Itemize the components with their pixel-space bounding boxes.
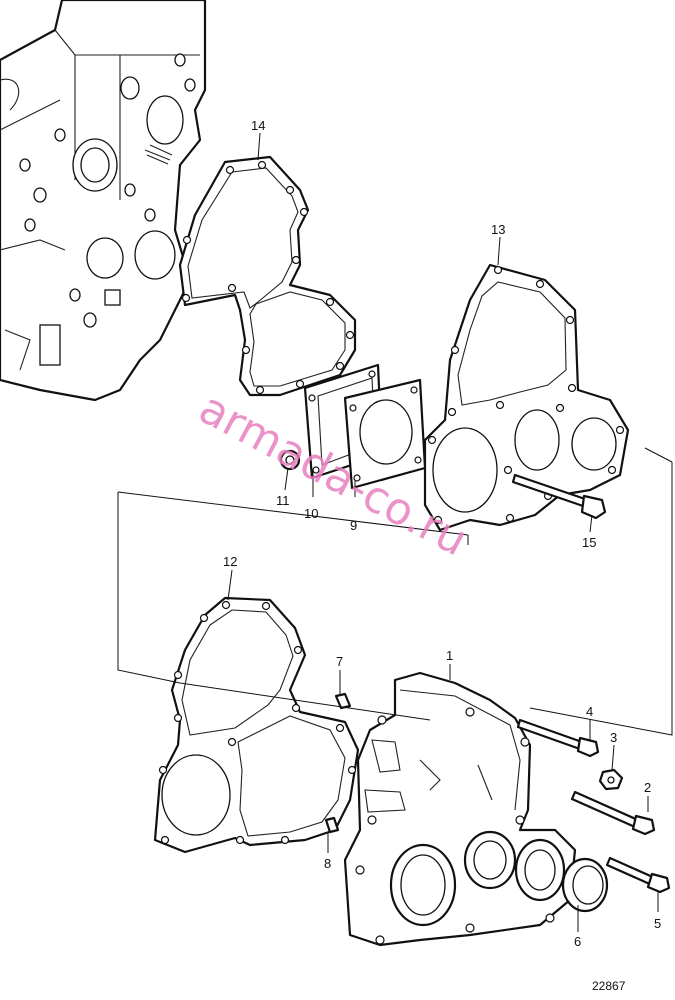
callout-11: 11 <box>276 493 290 508</box>
callout-1: 1 <box>446 648 453 663</box>
callout-5: 5 <box>654 916 661 931</box>
bolt-2 <box>570 790 656 836</box>
plate-9 <box>343 378 427 490</box>
drawing-number: 22867 <box>592 979 626 993</box>
timing-cover-1 <box>343 671 577 947</box>
bolt-4 <box>516 718 600 758</box>
callout-leaders <box>227 132 659 932</box>
callout-6: 6 <box>574 934 581 949</box>
callout-12: 12 <box>223 554 237 569</box>
washer-11 <box>279 449 301 471</box>
callout-14: 14 <box>251 118 265 133</box>
gasket-14 <box>178 155 357 397</box>
callout-4: 4 <box>586 704 593 719</box>
assembly-frame-lines <box>117 447 673 736</box>
dowel-7 <box>334 692 352 710</box>
callout-2: 2 <box>644 780 651 795</box>
callout-13: 13 <box>491 222 505 237</box>
callout-7: 7 <box>336 654 343 669</box>
engine-block <box>0 0 207 402</box>
gasket-13 <box>423 263 630 532</box>
callout-10: 10 <box>304 506 318 521</box>
callout-9: 9 <box>350 518 357 533</box>
callout-labels: 1 2 3 4 5 6 7 8 9 10 11 12 13 14 15 <box>223 118 661 949</box>
bolt-15 <box>511 473 607 520</box>
callout-15: 15 <box>582 535 596 550</box>
dowel-8 <box>324 816 340 834</box>
callout-3: 3 <box>610 730 617 745</box>
bolt-5 <box>605 856 671 894</box>
callout-8: 8 <box>324 856 331 871</box>
nut-3 <box>598 768 624 791</box>
gasket-12 <box>153 596 360 854</box>
seal-6 <box>561 857 609 913</box>
